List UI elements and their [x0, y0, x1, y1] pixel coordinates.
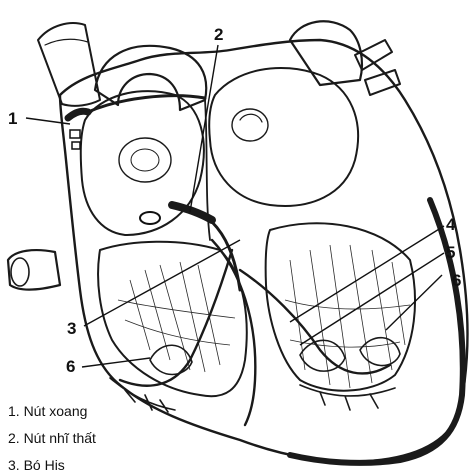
leader-1: [26, 118, 70, 124]
sa-node-marker-2: [72, 142, 80, 149]
legend-item-2: 2. Nút nhĩ thất: [8, 430, 96, 446]
leader-3: [84, 240, 240, 326]
label-4: 4: [446, 215, 456, 234]
heart-outline: [60, 40, 468, 463]
papillary-muscles: [150, 338, 400, 375]
legend-item-1: 1. Nút xoang: [8, 403, 87, 419]
label-6-left: 6: [66, 357, 75, 376]
legend: 1. Nút xoang 2. Nút nhĩ thất 3. Bó His: [8, 403, 96, 471]
conduction-system: [68, 96, 395, 412]
leader-5: [300, 253, 444, 345]
label-6-right: 6: [452, 271, 461, 290]
legend-item-3: 3. Bó His: [8, 457, 65, 471]
sa-node-marker: [70, 130, 80, 138]
right-ventricle: [98, 242, 247, 396]
leader-2: [190, 45, 218, 212]
label-5: 5: [446, 243, 455, 262]
sa-node: [68, 111, 88, 118]
label-2: 2: [214, 25, 223, 44]
leader-4: [290, 226, 444, 322]
leader-6-left: [82, 358, 150, 367]
label-1: 1: [8, 109, 17, 128]
av-node: [172, 205, 212, 220]
left-atrium: [209, 68, 358, 206]
label-3: 3: [67, 319, 76, 338]
right-bundle-branch: [120, 250, 232, 386]
